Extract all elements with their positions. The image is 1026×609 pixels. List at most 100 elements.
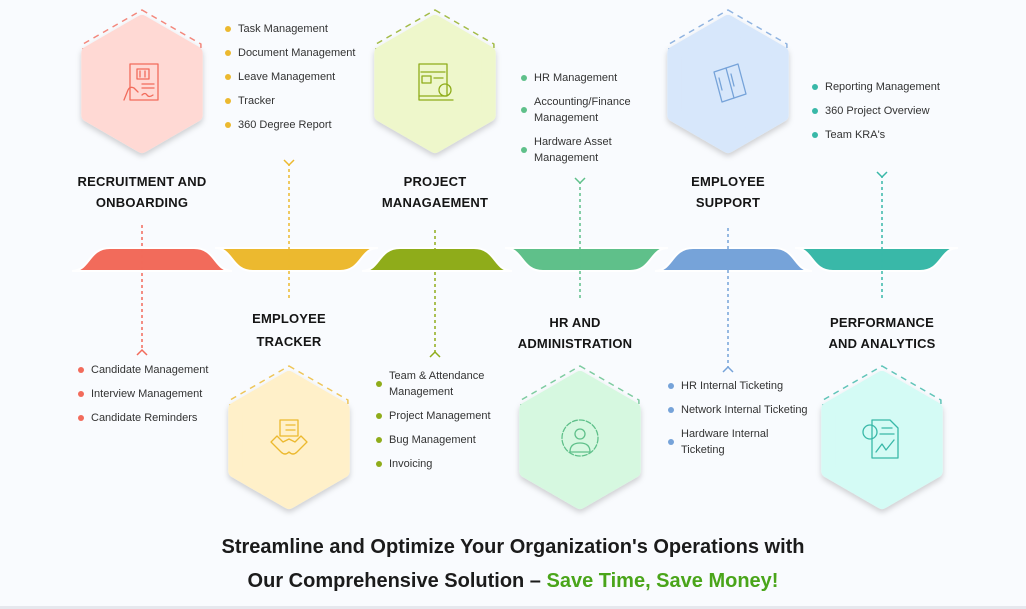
timeline-segment-hr xyxy=(504,247,669,272)
feature-item: Candidate Management xyxy=(78,362,221,378)
divider xyxy=(0,606,1026,609)
arrow-down-icon xyxy=(429,350,441,358)
timeline-segment-project xyxy=(361,247,513,272)
feature-label: 360 Project Overview xyxy=(825,105,930,117)
feature-item: Invoicing xyxy=(376,456,519,472)
bullet-icon xyxy=(78,367,84,373)
feature-item: Reporting Management xyxy=(812,79,955,95)
feature-label: Team & Attendance Management xyxy=(389,370,485,398)
bullet-icon xyxy=(225,98,231,104)
bullet-icon xyxy=(225,122,231,128)
feature-label: Task Management xyxy=(238,23,328,35)
feature-item: Leave Management xyxy=(225,69,368,85)
footer-line-2: Our Comprehensive Solution – Save Time, … xyxy=(0,570,1026,593)
feature-item: Network Internal Ticketing xyxy=(668,402,811,418)
feature-item: HR Internal Ticketing xyxy=(668,378,811,394)
feature-item: Team KRA's xyxy=(812,127,955,143)
feature-label: Hardware Internal Ticketing xyxy=(681,428,769,456)
bullet-icon xyxy=(376,381,382,387)
feature-label: Network Internal Ticketing xyxy=(681,404,808,416)
feature-label: Document Management xyxy=(238,47,356,59)
feature-item: Interview Management xyxy=(78,386,221,402)
bullet-icon xyxy=(521,147,527,153)
feature-label: Candidate Reminders xyxy=(91,412,198,424)
feature-label: Candidate Management xyxy=(91,364,209,376)
feature-item: 360 Project Overview xyxy=(812,103,955,119)
feature-label: HR Management xyxy=(534,72,618,84)
timeline-segment-tracker xyxy=(214,247,379,272)
arrow-down-icon xyxy=(136,348,148,356)
feature-label: Invoicing xyxy=(389,458,433,470)
feature-item: Hardware Internal Ticketing xyxy=(668,426,811,458)
feature-item: Hardware Asset Management xyxy=(521,134,664,166)
hexagon-project xyxy=(374,9,496,153)
report-chart-icon xyxy=(862,419,899,459)
feature-item: Team & Attendance Management xyxy=(376,368,519,400)
feature-label: Interview Management xyxy=(91,388,203,400)
arrow-up-icon xyxy=(574,177,586,185)
handshake-icon xyxy=(270,419,308,455)
feature-label: Reporting Management xyxy=(825,81,940,93)
feature-item: 360 Degree Report xyxy=(225,117,368,133)
bullet-icon xyxy=(376,413,382,419)
feature-label: HR Internal Ticketing xyxy=(681,380,784,392)
resume-icon xyxy=(123,63,159,101)
bullet-icon xyxy=(668,383,674,389)
bullet-icon xyxy=(376,461,382,467)
timeline-segment-support xyxy=(654,247,813,272)
feature-label: 360 Degree Report xyxy=(238,119,332,131)
footer-prefix: Our Comprehensive Solution – xyxy=(247,570,547,592)
feature-label: Accounting/Finance Management xyxy=(534,96,631,124)
feature-item: Document Management xyxy=(225,45,368,61)
footer-highlight: Save Time, Save Money! xyxy=(546,570,779,592)
feature-item: Candidate Reminders xyxy=(78,410,221,426)
feature-label: Bug Management xyxy=(389,434,476,446)
arrow-down-icon xyxy=(722,365,734,373)
feature-item: Task Management xyxy=(225,21,368,37)
bullet-icon xyxy=(225,50,231,56)
hexagon-hr xyxy=(519,365,641,509)
bullet-icon xyxy=(812,84,818,90)
hexagon-support xyxy=(667,9,789,153)
project-icon xyxy=(418,63,454,101)
arrow-up-icon xyxy=(283,159,295,167)
footer-line-1: Streamline and Optimize Your Organizatio… xyxy=(221,536,805,558)
bullet-icon xyxy=(225,26,231,32)
feature-label: Tracker xyxy=(238,95,275,107)
bullet-icon xyxy=(812,108,818,114)
feature-label: Hardware Asset Management xyxy=(534,136,612,164)
bullet-icon xyxy=(521,75,527,81)
hexagon-recruitment xyxy=(81,9,203,153)
feature-item: Accounting/Finance Management xyxy=(521,94,664,126)
feature-item: Tracker xyxy=(225,93,368,109)
arrow-up-icon xyxy=(876,171,888,179)
bullet-icon xyxy=(376,437,382,443)
bullet-icon xyxy=(78,415,84,421)
timeline-segment-recruitment xyxy=(71,247,233,272)
feature-label: Team KRA's xyxy=(825,129,886,141)
bullet-icon xyxy=(521,107,527,113)
hexagon-analytics xyxy=(821,365,943,509)
feature-list-analytics: Reporting Management 360 Project Overview… xyxy=(812,79,955,151)
bullet-icon xyxy=(668,439,674,445)
bullet-icon xyxy=(668,407,674,413)
feature-item: Project Management xyxy=(376,408,519,424)
feature-item: Bug Management xyxy=(376,432,519,448)
feature-item: HR Management xyxy=(521,70,664,86)
feature-label: Project Management xyxy=(389,410,491,422)
hexagon-tracker xyxy=(228,365,350,509)
bullet-icon xyxy=(812,132,818,138)
ticket-icon xyxy=(713,63,747,103)
timeline-segment-analytics xyxy=(794,247,959,272)
